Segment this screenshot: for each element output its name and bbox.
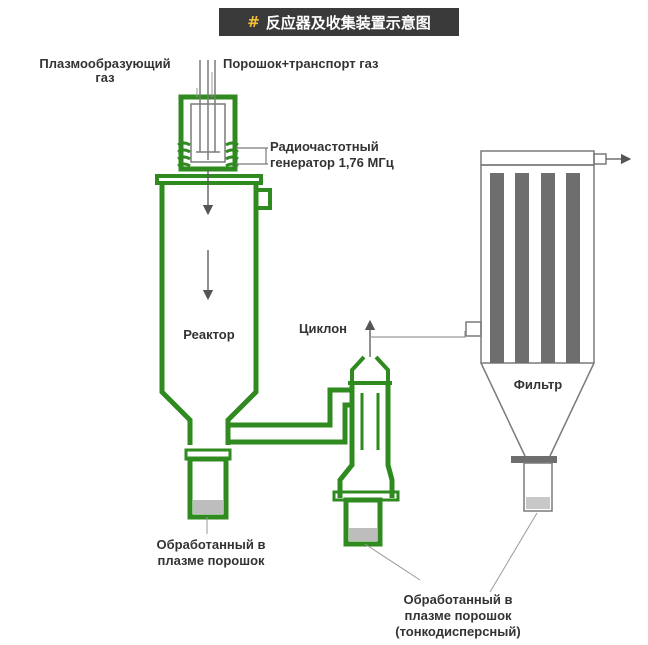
rf-coil <box>177 141 239 168</box>
product-reactor-label-line1: Обработанный в <box>157 537 266 552</box>
title-text: 反应器及收集装置示意图 <box>265 13 431 32</box>
reactor-vessel <box>155 170 272 520</box>
product-reactor-label-line2: плазме порошок <box>157 553 265 568</box>
bag-filter <box>465 150 632 512</box>
transfer-pipe <box>228 387 352 445</box>
title-hash: # <box>247 13 260 31</box>
plasma-gas-label-line1: Плазмообразующий <box>39 56 170 71</box>
filter-element-1 <box>490 173 504 363</box>
rf-generator-label-line2: генератор 1,76 МГц <box>270 155 394 170</box>
diagram-title: # 反应器及收集装置示意图 <box>219 8 459 36</box>
product-filter-label-line1: Обработанный в <box>404 592 513 607</box>
rf-generator-label-line1: Радиочастотный <box>270 139 379 154</box>
filter-element-4 <box>566 173 580 363</box>
product-filter-label-line2: плазме порошок <box>404 608 512 623</box>
leader-lines <box>196 72 538 593</box>
filter-label: Фильтр <box>514 377 563 392</box>
filter-element-3 <box>541 173 555 363</box>
collected-powder-cyclone <box>349 528 377 541</box>
plasma-torch <box>177 60 268 172</box>
plasma-gas-label-line2: газ <box>95 70 115 85</box>
collected-powder-filter <box>526 497 550 509</box>
cyclone-label: Циклон <box>299 321 347 336</box>
product-filter-label-line3: (тонкодисперсный) <box>395 624 520 639</box>
collected-powder-reactor <box>193 500 223 514</box>
cyclone <box>332 319 466 547</box>
reactor-label: Реактор <box>183 327 234 342</box>
powder-gas-label: Порошок+транспорт газ <box>223 56 379 71</box>
filter-element-2 <box>515 173 529 363</box>
